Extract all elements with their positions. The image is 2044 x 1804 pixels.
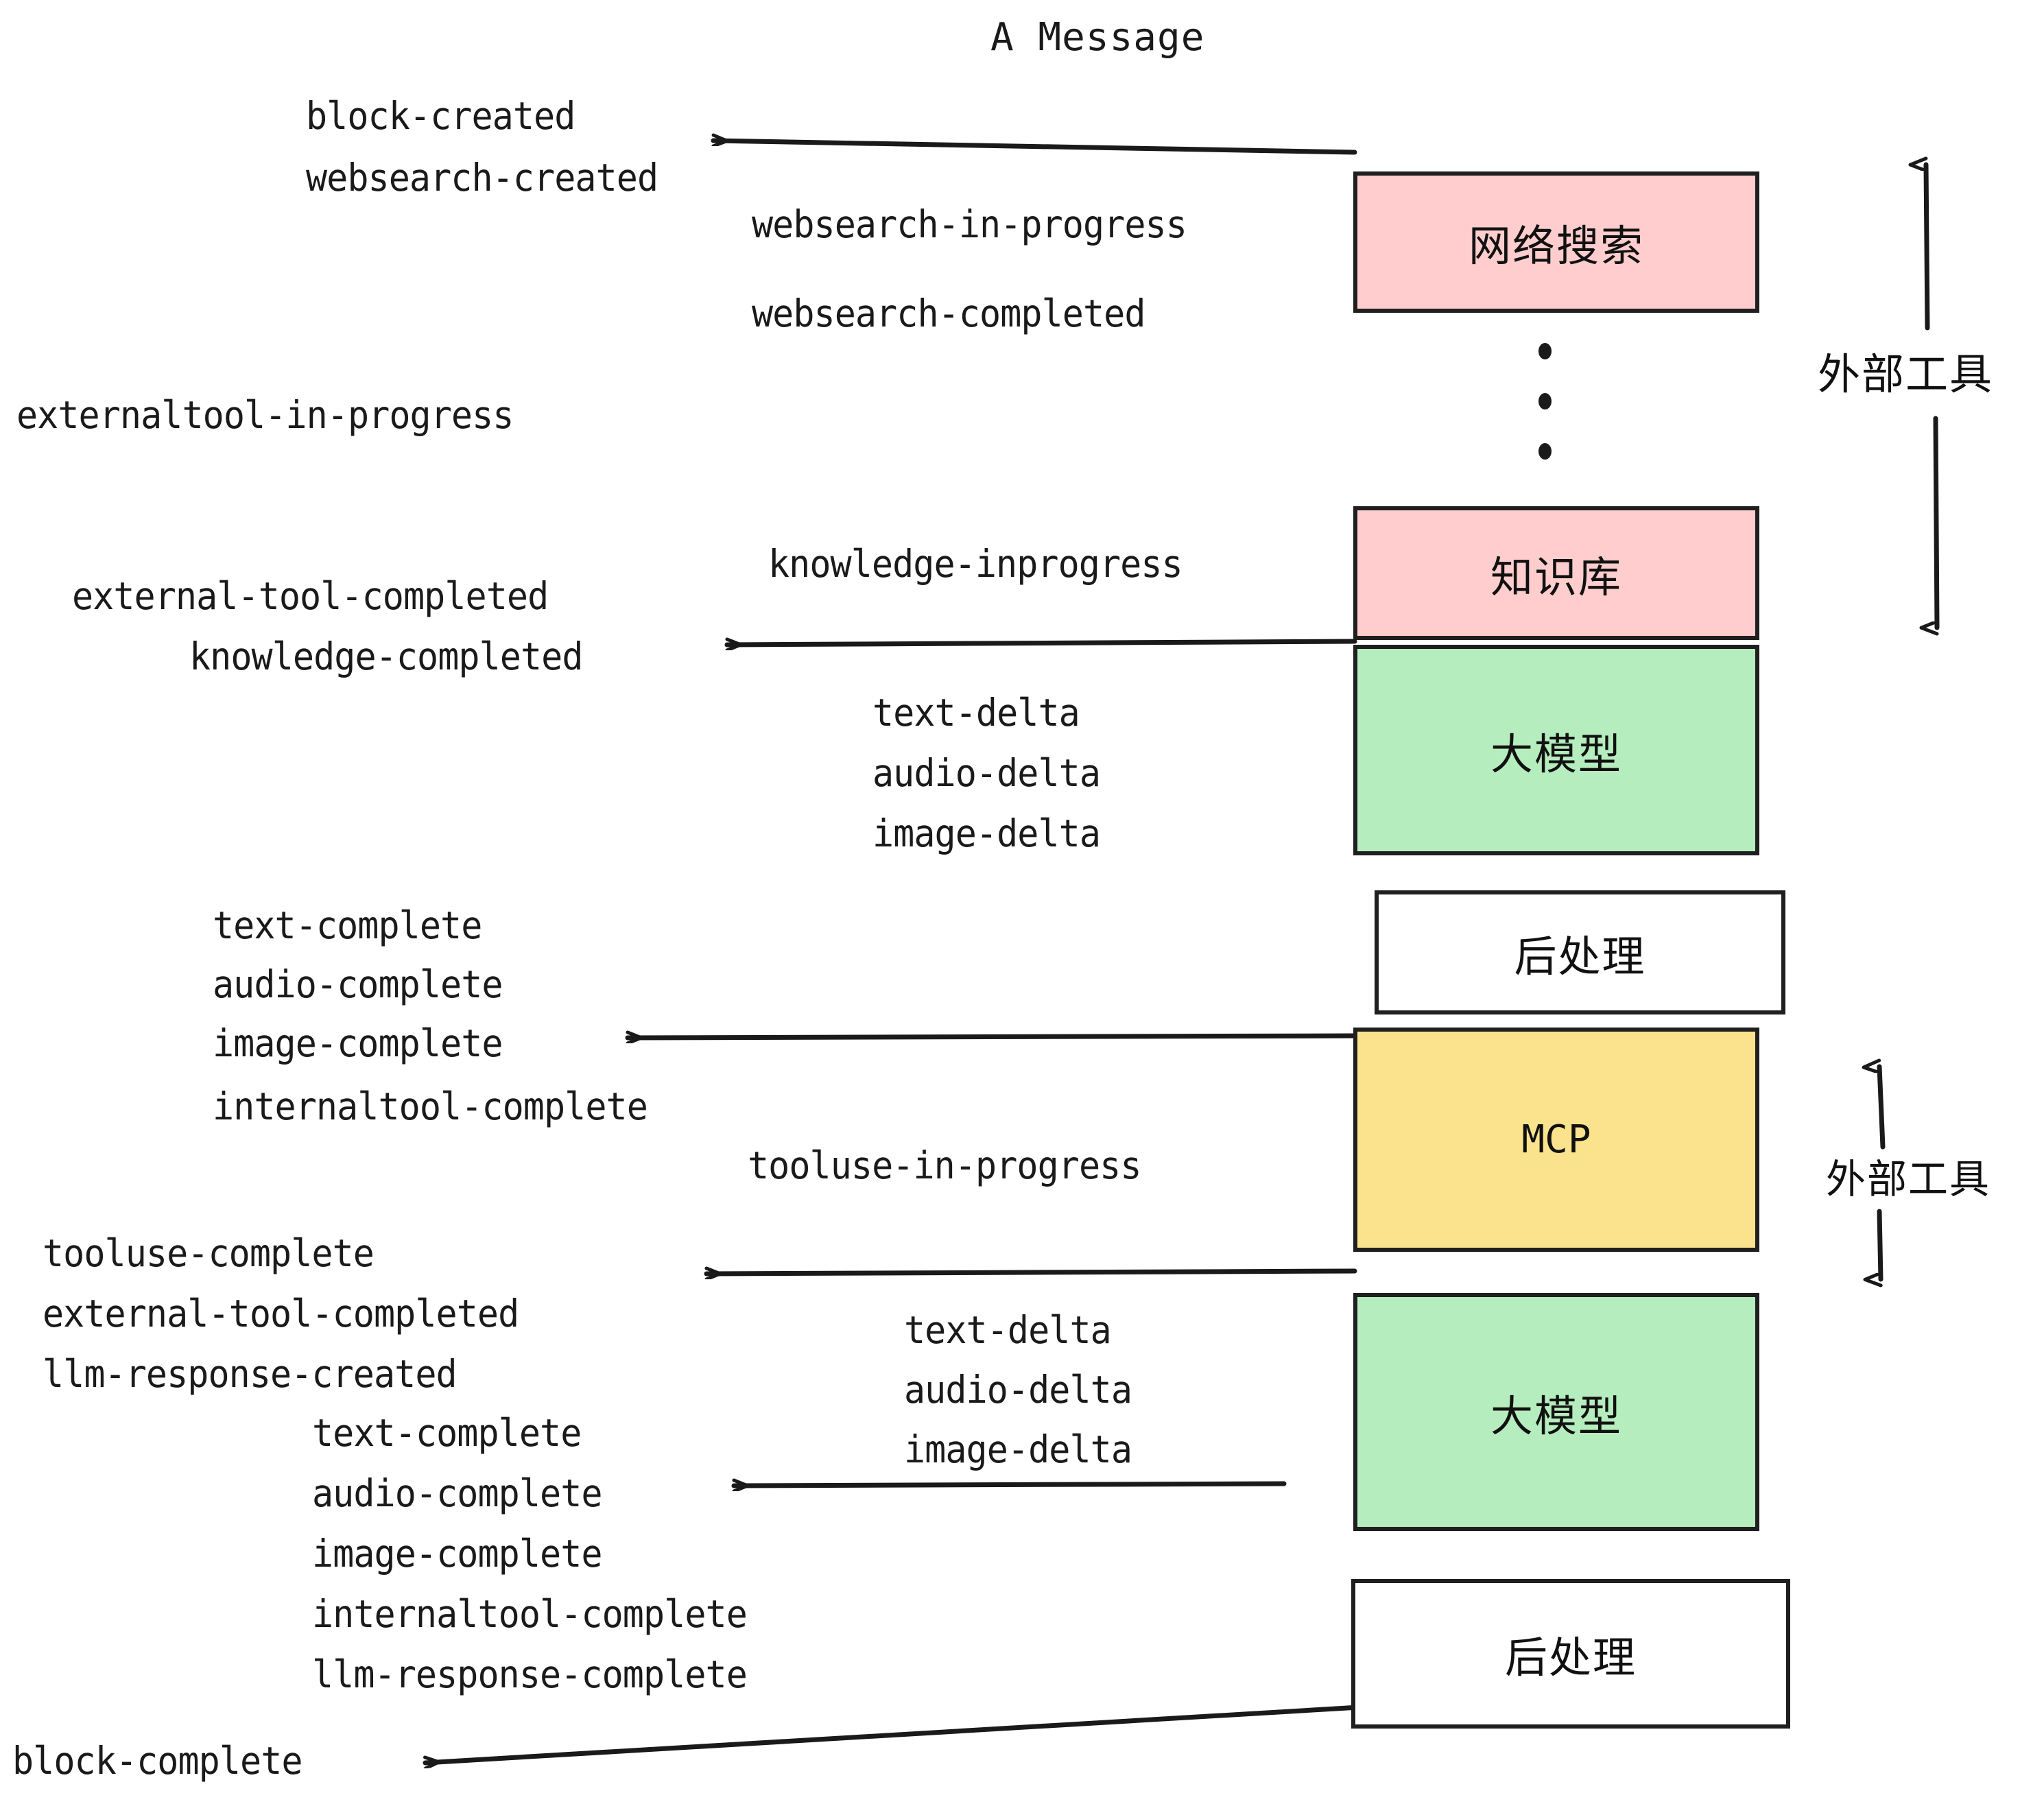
box-mcp[interactable]: MCP: [1353, 1028, 1759, 1252]
event-text-delta-1: text-delta: [872, 691, 1080, 735]
event-externaltool-in-progress: externaltool-in-progress: [16, 393, 514, 437]
event-image-complete-1: image-complete: [213, 1021, 503, 1065]
event-internaltool-complete-1: internaltool-complete: [213, 1084, 648, 1128]
box-mcp-label: MCP: [1521, 1117, 1591, 1162]
page-title: A Message: [990, 15, 1205, 60]
event-websearch-completed: websearch-completed: [752, 292, 1145, 335]
box-llm-2-label: 大模型: [1490, 1390, 1622, 1441]
event-llm-response-complete: llm-response-complete: [312, 1652, 748, 1696]
arrow-knowledge-to-knowledge-completed: [724, 641, 1357, 645]
event-internaltool-complete-2: internaltool-complete: [312, 1592, 748, 1636]
arrow-postprocess2-to-block-complete: [423, 1704, 1373, 1763]
event-text-delta-2: text-delta: [904, 1308, 1112, 1352]
box-postprocess-1[interactable]: 后处理: [1375, 890, 1785, 1014]
vertical-ellipsis-icon: [1536, 343, 1553, 460]
event-knowledge-inprogress: knowledge-inprogress: [768, 542, 1183, 586]
event-external-tool-completed-1: external-tool-completed: [72, 574, 549, 618]
box-postprocess-2-label: 后处理: [1504, 1633, 1637, 1683]
arrow-postprocess-to-image-complete: [625, 1036, 1357, 1038]
event-websearch-in-progress: websearch-in-progress: [752, 202, 1187, 246]
arrow-websearch-to-block-created: [711, 141, 1357, 155]
event-block-created: block-created: [306, 94, 575, 138]
box-knowledge[interactable]: 知识库: [1353, 506, 1759, 640]
event-audio-delta-2: audio-delta: [904, 1368, 1132, 1412]
box-llm-2[interactable]: 大模型: [1353, 1293, 1759, 1531]
box-websearch-label: 网络搜索: [1468, 221, 1644, 271]
box-postprocess-2[interactable]: 后处理: [1351, 1579, 1790, 1729]
event-image-complete-2: image-complete: [312, 1532, 603, 1576]
box-postprocess-1-label: 后处理: [1514, 931, 1646, 982]
event-knowledge-completed: knowledge-completed: [189, 634, 583, 678]
side-label-external-tools-top: 外部工具: [1818, 349, 1994, 399]
event-external-tool-completed-2: external-tool-completed: [43, 1292, 519, 1336]
side-label-external-tools-bottom: 外部工具: [1826, 1156, 1991, 1202]
event-tooluse-in-progress: tooluse-in-progress: [748, 1143, 1141, 1187]
event-audio-complete-1: audio-complete: [213, 962, 503, 1006]
event-llm-response-created: llm-response-created: [43, 1352, 457, 1396]
event-audio-complete-2: audio-complete: [312, 1471, 603, 1515]
event-text-complete-1: text-complete: [213, 903, 482, 947]
arrow-mcp-to-tooluse-complete: [704, 1271, 1357, 1274]
event-websearch-created: websearch-created: [306, 156, 658, 200]
event-audio-delta-1: audio-delta: [872, 751, 1101, 795]
box-llm-1-label: 大模型: [1490, 728, 1622, 779]
event-image-delta-1: image-delta: [872, 811, 1101, 855]
box-knowledge-label: 知识库: [1490, 551, 1622, 602]
box-llm-1[interactable]: 大模型: [1353, 645, 1759, 855]
event-tooluse-complete: tooluse-complete: [43, 1231, 375, 1275]
event-block-complete: block-complete: [12, 1739, 303, 1783]
arrow-llm2-to-audio-complete: [731, 1484, 1287, 1486]
event-text-complete-2: text-complete: [312, 1411, 582, 1455]
event-image-delta-2: image-delta: [904, 1427, 1132, 1471]
box-websearch[interactable]: 网络搜索: [1353, 171, 1759, 313]
